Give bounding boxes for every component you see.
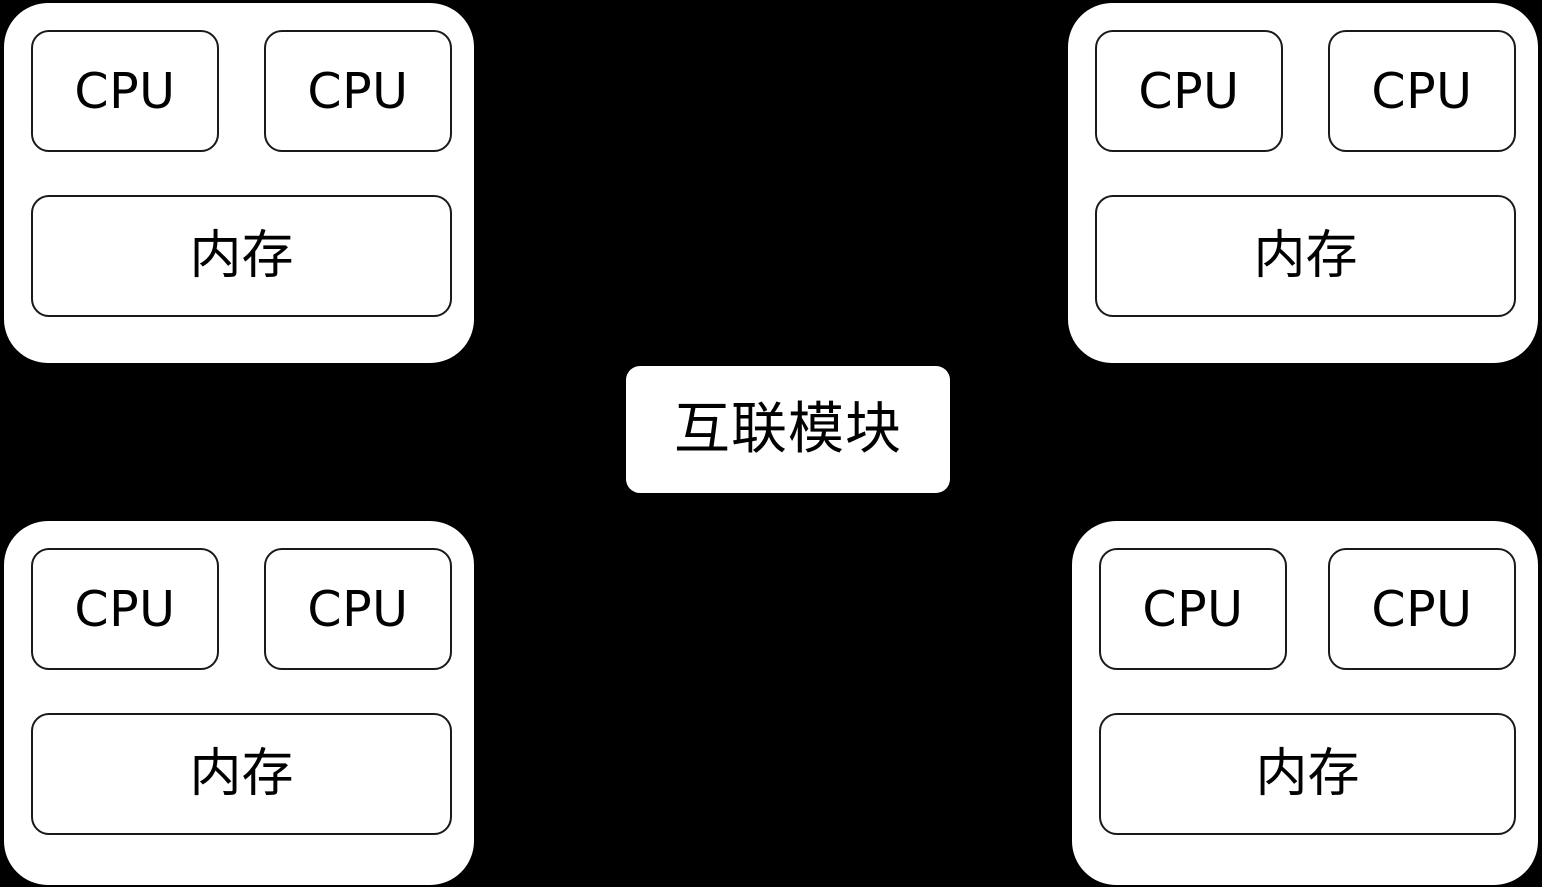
cpu-box[interactable]: CPU (1328, 548, 1516, 670)
cpu-label: CPU (1142, 580, 1244, 638)
memory-box[interactable]: 内存 (1099, 713, 1516, 835)
numa-node-bottom-right[interactable]: CPU CPU 内存 (1072, 521, 1538, 885)
cpu-label: CPU (74, 62, 176, 120)
cpu-box[interactable]: CPU (1328, 30, 1516, 152)
interconnect-module[interactable]: 互联模块 (626, 366, 950, 493)
numa-node-top-right[interactable]: CPU CPU 内存 (1068, 3, 1538, 363)
cpu-box[interactable]: CPU (1095, 30, 1283, 152)
memory-label: 内存 (1253, 226, 1358, 286)
memory-box[interactable]: 内存 (1095, 195, 1516, 317)
interconnect-label: 互联模块 (674, 396, 902, 462)
memory-label: 内存 (1255, 744, 1360, 804)
cpu-label: CPU (307, 62, 409, 120)
memory-label: 内存 (189, 744, 294, 804)
memory-box[interactable]: 内存 (31, 195, 452, 317)
cpu-label: CPU (1371, 62, 1473, 120)
cpu-box[interactable]: CPU (31, 30, 219, 152)
memory-label: 内存 (189, 226, 294, 286)
cpu-label: CPU (307, 580, 409, 638)
cpu-box[interactable]: CPU (31, 548, 219, 670)
cpu-box[interactable]: CPU (1099, 548, 1287, 670)
cpu-label: CPU (74, 580, 176, 638)
cpu-label: CPU (1371, 580, 1473, 638)
numa-node-bottom-left[interactable]: CPU CPU 内存 (4, 521, 474, 885)
numa-node-top-left[interactable]: CPU CPU 内存 (4, 3, 474, 363)
cpu-box[interactable]: CPU (264, 548, 452, 670)
memory-box[interactable]: 内存 (31, 713, 452, 835)
cpu-label: CPU (1138, 62, 1240, 120)
cpu-box[interactable]: CPU (264, 30, 452, 152)
